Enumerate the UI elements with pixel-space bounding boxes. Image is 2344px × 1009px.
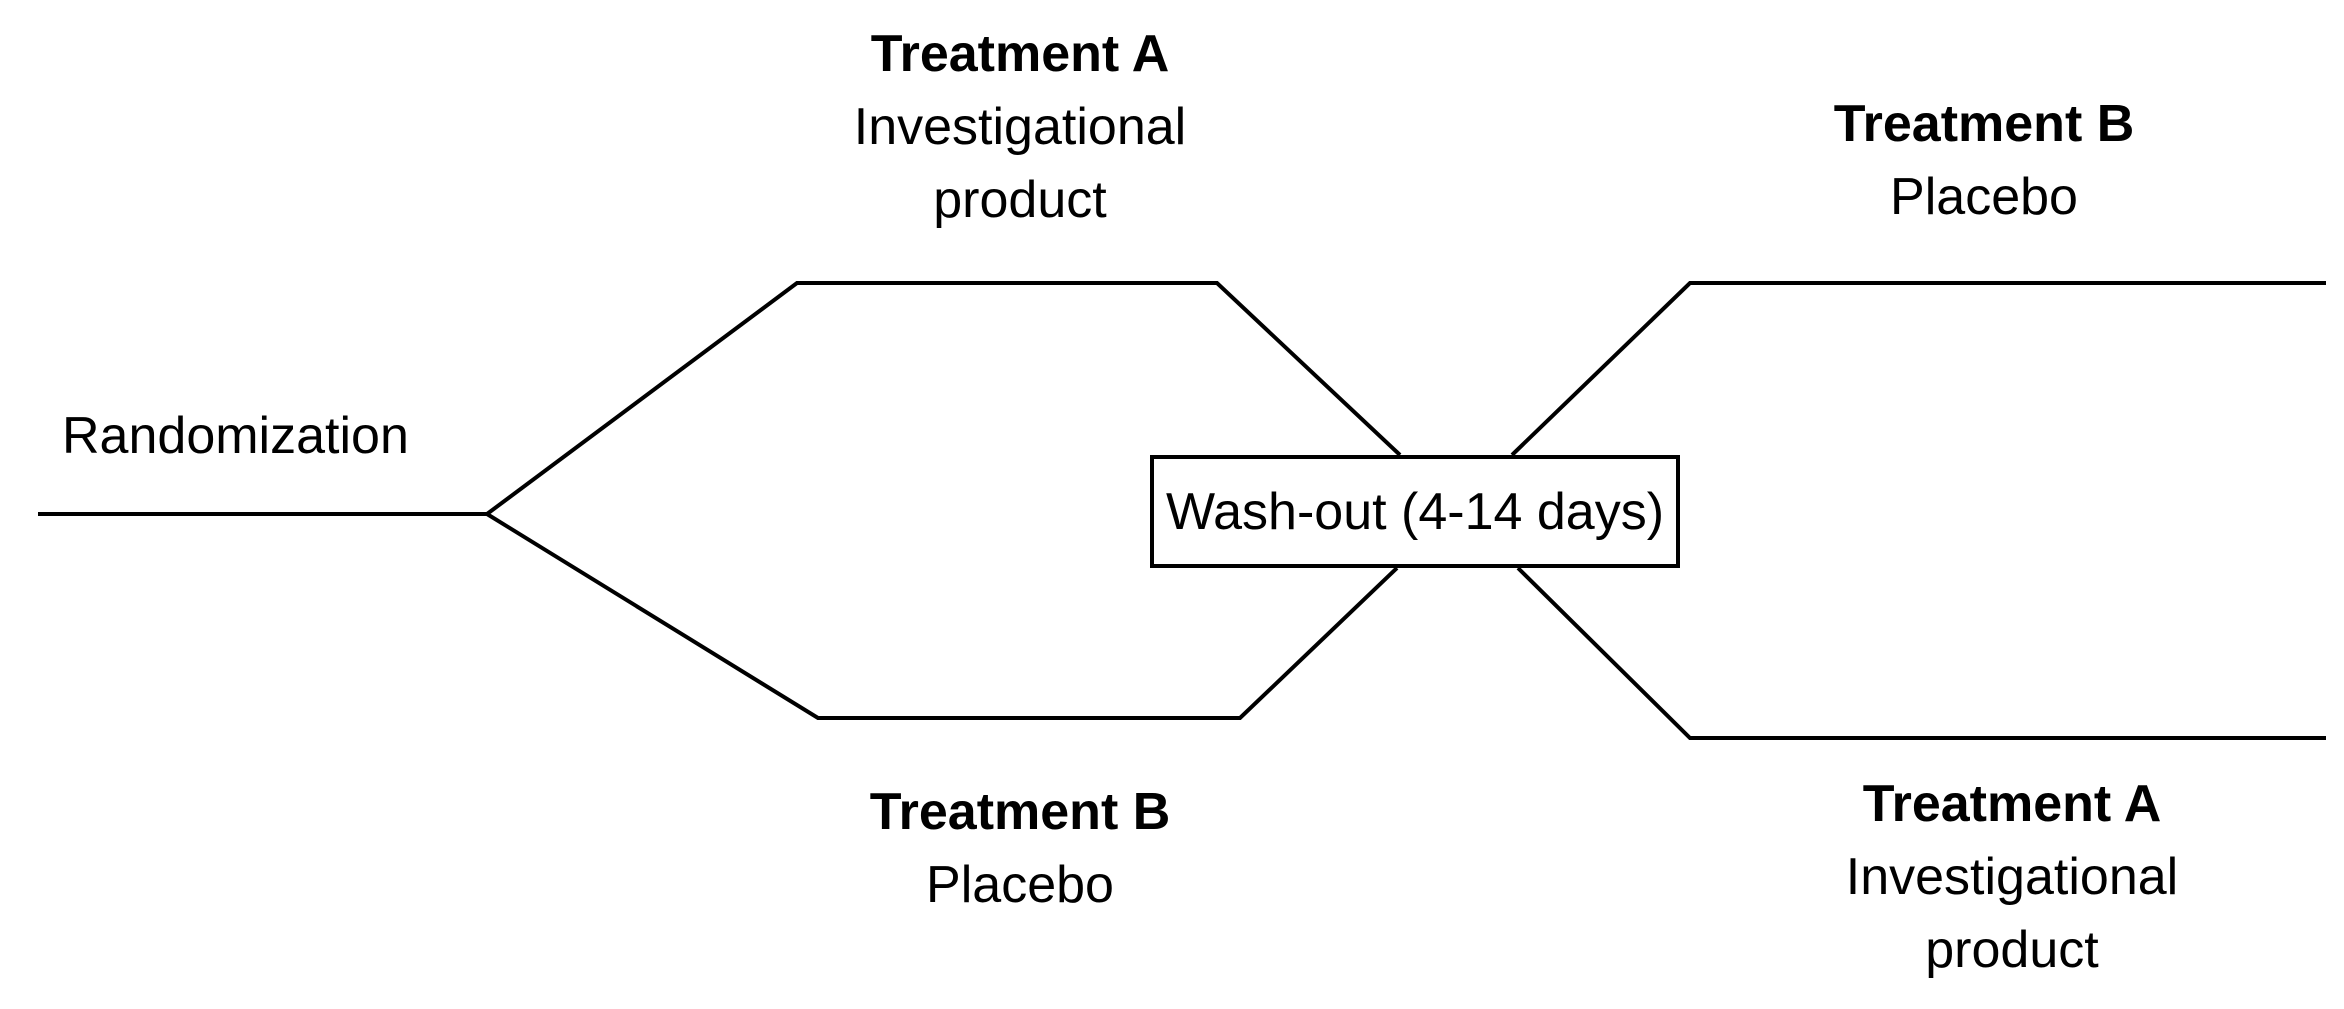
treatment-description-cont: product bbox=[933, 171, 1107, 229]
treatment-description-cont: product bbox=[1925, 921, 2099, 979]
period1-upper-treatment-label: Treatment A Investigational product bbox=[820, 18, 1220, 237]
period1-upper-arm bbox=[485, 281, 1402, 516]
treatment-title: Treatment B bbox=[869, 783, 1171, 841]
period2-upper-arm bbox=[1510, 281, 2326, 457]
randomization-label: Randomization bbox=[62, 407, 409, 465]
washout-box: Wash-out (4-14 days) bbox=[1150, 455, 1680, 568]
period1-lower-arm bbox=[485, 512, 1399, 720]
treatment-description: Placebo bbox=[926, 856, 1114, 914]
period1-lower-treatment-label: Treatment B Placebo bbox=[820, 776, 1220, 922]
period2-lower-arm bbox=[1516, 566, 2326, 740]
treatment-description: Placebo bbox=[1890, 168, 2078, 226]
treatment-description: Investigational bbox=[853, 98, 1187, 156]
treatment-description: Investigational bbox=[1845, 848, 2179, 906]
treatment-title: Treatment B bbox=[1833, 95, 2135, 153]
washout-label: Wash-out (4-14 days) bbox=[1165, 482, 1665, 541]
treatment-title: Treatment A bbox=[870, 25, 1170, 83]
period2-upper-treatment-label: Treatment B Placebo bbox=[1784, 88, 2184, 234]
period2-lower-treatment-label: Treatment A Investigational product bbox=[1812, 768, 2212, 987]
treatment-title: Treatment A bbox=[1862, 775, 2162, 833]
